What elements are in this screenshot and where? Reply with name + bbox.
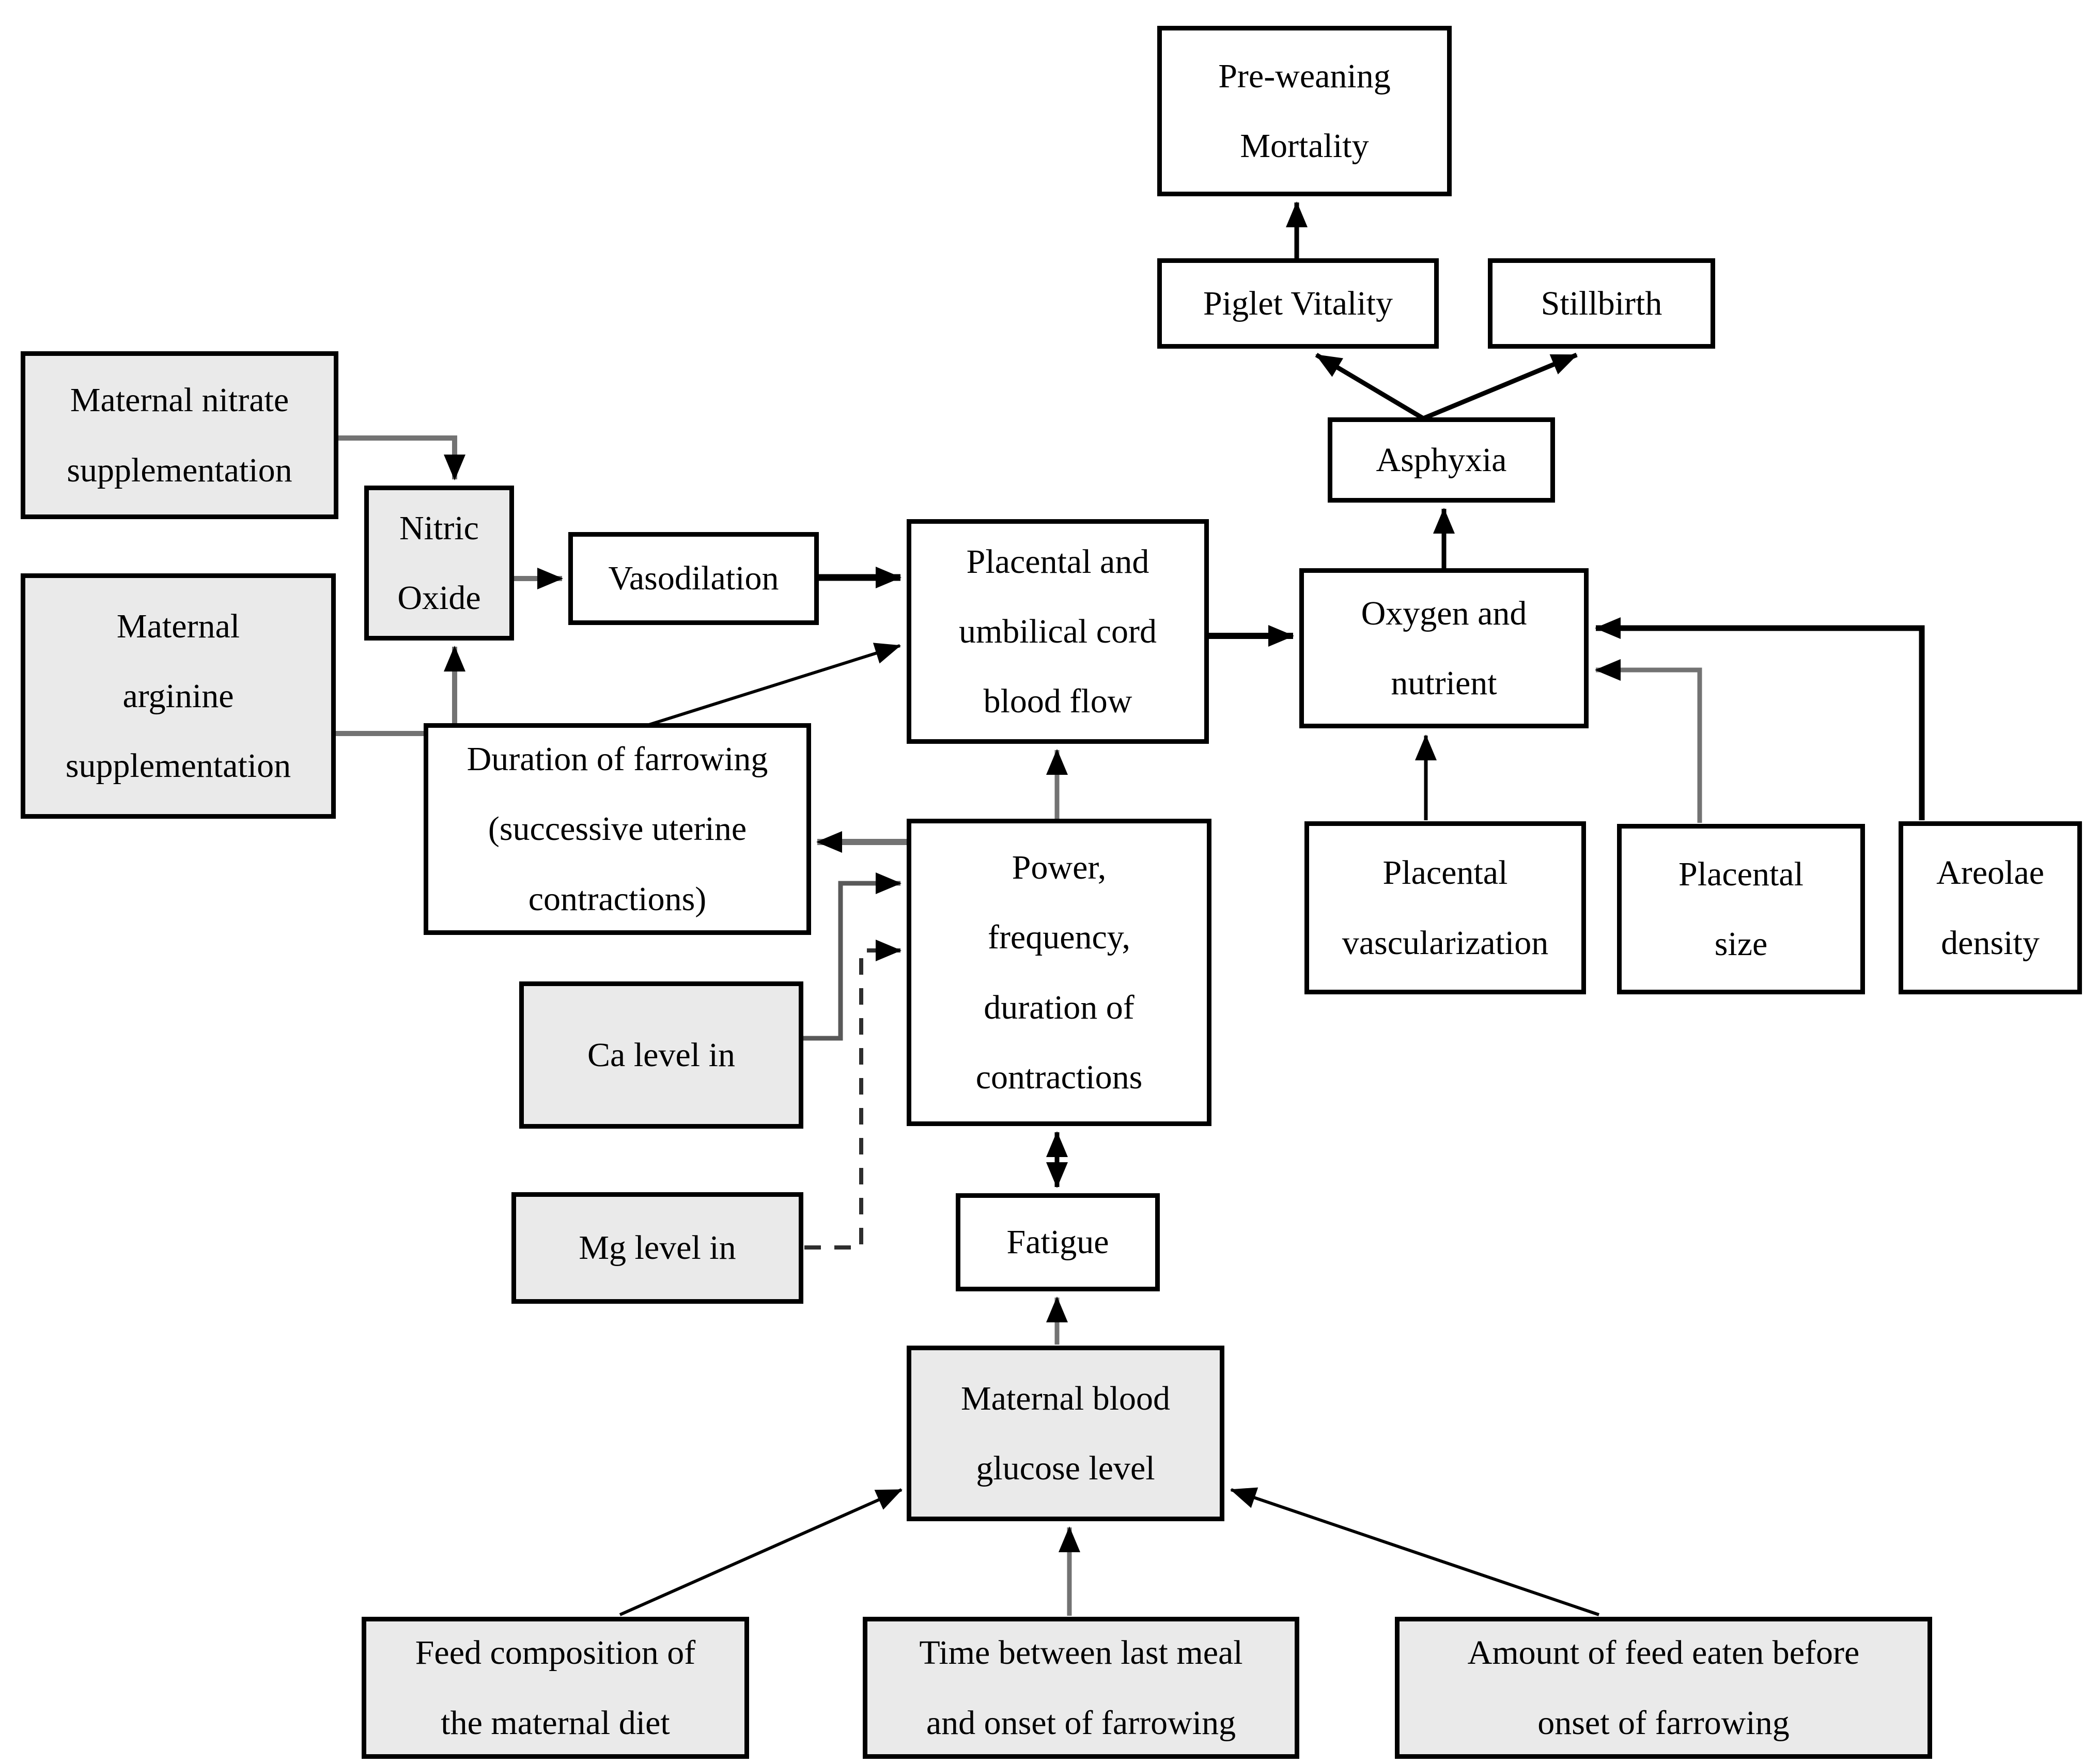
node-asphyxia: Asphyxia <box>1328 417 1555 503</box>
node-label-line: arginine <box>122 677 234 715</box>
node-time-between-last-meal: Time between last meal and onset of farr… <box>863 1617 1299 1759</box>
node-label-line: contractions) <box>528 880 707 918</box>
node-label-line: the maternal diet <box>441 1704 670 1742</box>
node-label-line: (successive uterine <box>488 810 747 848</box>
node-label-line: supplementation <box>67 451 292 489</box>
arrow-maternal-nitrate-to-nitric-oxide <box>338 435 465 480</box>
node-label-line: Placental and <box>966 542 1149 581</box>
arrow-placental-size-to-oxygen-nutrient <box>1595 659 1702 823</box>
node-label-line: supplementation <box>65 747 291 785</box>
arrow-asphyxia-to-stillbirth <box>1422 352 1578 421</box>
node-label-line: Asphyxia <box>1376 441 1507 479</box>
node-label-line: onset of farrowing <box>1537 1704 1790 1742</box>
node-label-line: blood flow <box>983 682 1132 721</box>
arrow-mg-level-to-power-contractions <box>804 940 901 1250</box>
node-placental-size: Placental size <box>1617 824 1865 994</box>
node-placental-umbilical-blood-flow: Placental and umbilical cord blood flow <box>907 519 1209 744</box>
node-label-line: Maternal <box>116 607 240 645</box>
node-label-line: Maternal blood <box>960 1379 1171 1417</box>
node-label-line: Vasodilation <box>608 559 779 598</box>
node-nitric-oxide: Nitric Oxide <box>364 486 514 641</box>
node-label-line: Placental <box>1678 855 1804 893</box>
node-label-line: Areolae <box>1936 854 2044 892</box>
node-duration-of-farrowing: Duration of farrowing (successive uterin… <box>424 723 811 935</box>
node-label-line: Ca level in <box>587 1036 735 1074</box>
node-label-line: Fatigue <box>1006 1223 1109 1261</box>
node-label-line: Oxide <box>397 579 481 617</box>
node-label-line: Feed composition of <box>415 1634 696 1672</box>
node-label-line: Nitric <box>399 509 479 547</box>
node-label-line: umbilical cord <box>958 612 1157 650</box>
node-power-frequency-duration-contractions: Power, frequency, duration of contractio… <box>907 819 1211 1126</box>
node-label-line: Placental <box>1382 854 1508 892</box>
node-placental-vascularization: Placental vascularization <box>1304 821 1586 994</box>
node-stillbirth: Stillbirth <box>1488 258 1715 349</box>
arrow-areolae-density-to-oxygen-nutrient <box>1595 617 1925 820</box>
node-label-line: size <box>1714 925 1768 963</box>
node-label-line: Amount of feed eaten before <box>1467 1634 1860 1672</box>
arrow-ca-level-to-power-contractions <box>803 872 901 1041</box>
node-maternal-arginine-supplementation: Maternal arginine supplementation <box>21 573 336 819</box>
node-label-line: density <box>1941 924 2040 962</box>
node-pre-weaning-mortality: Pre-weaning Mortality <box>1157 26 1452 196</box>
node-vasodilation: Vasodilation <box>568 532 819 625</box>
node-piglet-vitality: Piglet Vitality <box>1157 258 1439 349</box>
node-label-line: Mortality <box>1240 127 1369 165</box>
node-label-line: Pre-weaning <box>1218 57 1391 95</box>
arrow-asphyxia-to-piglet-vitality <box>1315 353 1425 420</box>
node-maternal-nitrate-supplementation: Maternal nitrate supplementation <box>21 351 338 519</box>
node-oxygen-and-nutrient: Oxygen and nutrient <box>1299 568 1589 728</box>
node-feed-composition: Feed composition of the maternal diet <box>362 1617 749 1759</box>
node-label-line: glucose level <box>976 1449 1155 1487</box>
node-label-line: vascularization <box>1342 924 1549 962</box>
node-label-line: Stillbirth <box>1541 284 1662 322</box>
node-mg-level: Mg level in <box>511 1192 803 1304</box>
arrow-amount-feed-to-maternal-glucose <box>1230 1487 1599 1616</box>
node-areolae-density: Areolae density <box>1899 821 2082 994</box>
node-label-line: Duration of farrowing <box>467 740 768 778</box>
node-label-line: Piglet Vitality <box>1203 284 1393 322</box>
node-label-line: Time between last meal <box>919 1634 1243 1672</box>
node-label-line: Mg level in <box>579 1229 736 1267</box>
node-amount-of-feed-eaten: Amount of feed eaten before onset of far… <box>1395 1617 1932 1759</box>
node-label-line: nutrient <box>1391 664 1497 702</box>
node-label-line: Oxygen and <box>1361 594 1527 632</box>
node-label-line: Power, <box>1012 848 1107 886</box>
node-label-line: frequency, <box>987 918 1131 957</box>
node-ca-level: Ca level in <box>519 981 803 1129</box>
arrow-maternal-arginine-to-nitric-oxide <box>336 646 465 736</box>
node-fatigue: Fatigue <box>956 1193 1160 1291</box>
node-label-line: Maternal nitrate <box>70 381 289 419</box>
node-label-line: duration of <box>984 988 1134 1026</box>
node-label-line: contractions <box>975 1058 1143 1096</box>
node-label-line: and onset of farrowing <box>926 1704 1236 1742</box>
arrow-feed-composition-to-maternal-glucose <box>619 1488 903 1616</box>
node-maternal-blood-glucose-level: Maternal blood glucose level <box>907 1346 1224 1521</box>
